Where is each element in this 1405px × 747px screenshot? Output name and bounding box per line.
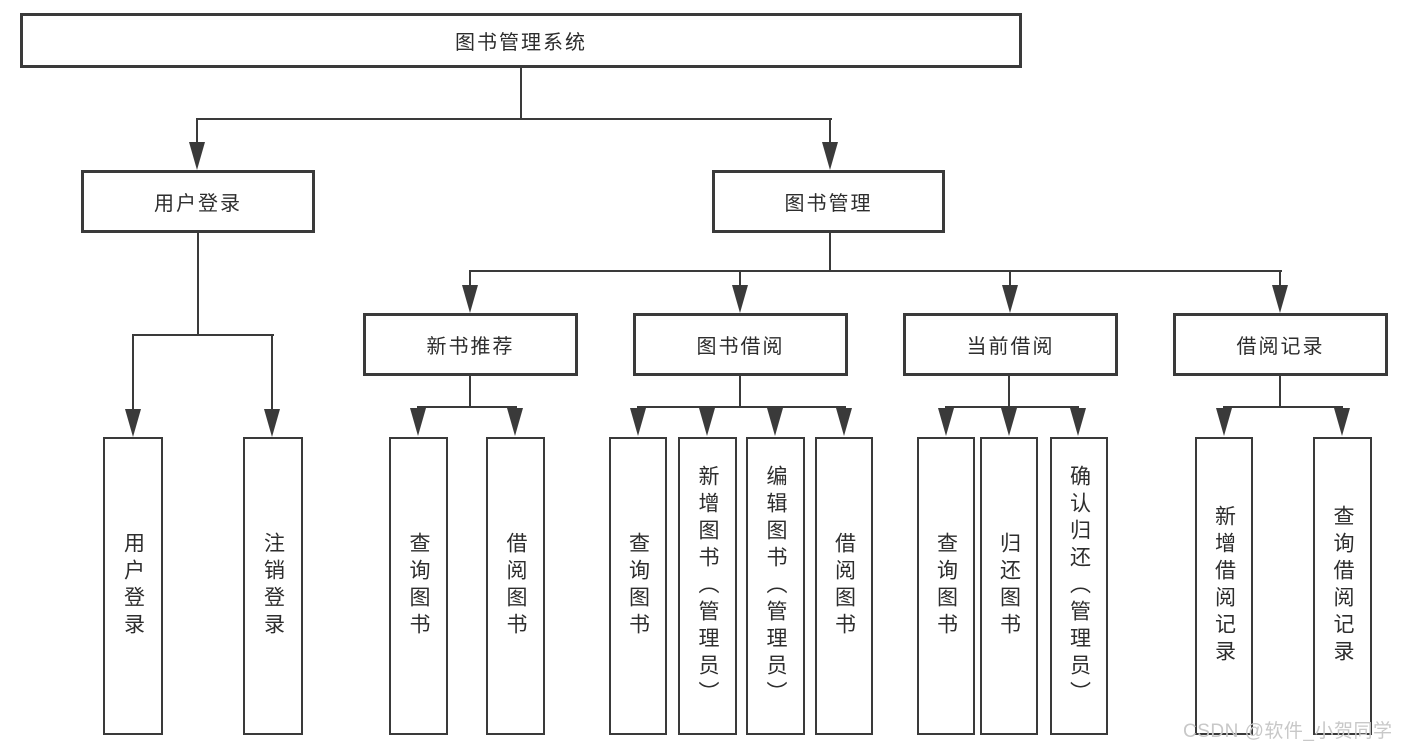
arrowhead-down-icon bbox=[699, 408, 715, 436]
node-label: 借阅记录 bbox=[1236, 336, 1325, 358]
arrowhead-down-icon bbox=[630, 408, 646, 436]
arrowhead-down-icon bbox=[507, 408, 523, 436]
connector-line bbox=[196, 118, 832, 120]
leaf-edit-books-admin: 编辑图书（管理员） bbox=[746, 437, 805, 735]
arrowhead-down-icon bbox=[1334, 408, 1350, 436]
connector-line bbox=[1279, 270, 1281, 287]
connector-line bbox=[271, 334, 273, 410]
connector-line bbox=[739, 376, 741, 407]
arrowhead-down-icon bbox=[1070, 408, 1086, 436]
connector-line bbox=[1009, 270, 1011, 287]
node-library-management-system: 图书管理系统 bbox=[20, 13, 1022, 68]
csdn-watermark: CSDN @软件_小贺同学 bbox=[1183, 721, 1393, 742]
leaf-query-borrowing-record: 查询借阅记录 bbox=[1313, 437, 1372, 735]
leaf-borrow-books-borrowing: 借阅图书 bbox=[815, 437, 873, 735]
node-label: 查询借阅记录 bbox=[1331, 505, 1354, 667]
leaf-query-books-recommend: 查询图书 bbox=[389, 437, 448, 735]
leaf-logout-login: 注销登录 bbox=[243, 437, 303, 735]
node-label: 归还图书 bbox=[997, 532, 1021, 640]
arrowhead-down-icon bbox=[189, 142, 205, 170]
connector-line bbox=[197, 233, 199, 336]
leaf-user-login: 用户登录 bbox=[103, 437, 163, 735]
arrowhead-down-icon bbox=[1216, 408, 1232, 436]
connector-line bbox=[1008, 376, 1010, 407]
connector-line bbox=[637, 406, 846, 408]
leaf-return-books: 归还图书 bbox=[980, 437, 1038, 735]
arrowhead-down-icon bbox=[732, 285, 748, 313]
leaf-query-books-borrowing: 查询图书 bbox=[609, 437, 667, 735]
leaf-query-books-current: 查询图书 bbox=[917, 437, 975, 735]
node-label: 新增借阅记录 bbox=[1212, 505, 1236, 667]
leaf-confirm-return-admin: 确认归还（管理员） bbox=[1050, 437, 1108, 735]
node-label: 图书管理 bbox=[784, 193, 873, 215]
connector-line bbox=[1223, 406, 1343, 408]
node-label: 图书管理系统 bbox=[455, 32, 587, 54]
arrowhead-down-icon bbox=[1001, 408, 1017, 436]
node-current-borrowing: 当前借阅 bbox=[903, 313, 1118, 376]
node-new-book-recommendation: 新书推荐 bbox=[363, 313, 578, 376]
node-label: 当前借阅 bbox=[966, 336, 1055, 358]
arrowhead-down-icon bbox=[1002, 285, 1018, 313]
connector-line bbox=[469, 270, 471, 287]
node-label: 注销登录 bbox=[261, 532, 285, 640]
connector-line bbox=[520, 68, 522, 120]
node-book-management: 图书管理 bbox=[712, 170, 945, 233]
node-borrowing-records: 借阅记录 bbox=[1173, 313, 1388, 376]
arrowhead-down-icon bbox=[462, 285, 478, 313]
node-label: 用户登录 bbox=[121, 532, 145, 640]
connector-line bbox=[469, 270, 1282, 272]
connector-line bbox=[417, 406, 517, 408]
node-label: 新书推荐 bbox=[426, 336, 515, 358]
connector-line bbox=[132, 334, 134, 410]
leaf-add-books-admin: 新增图书（管理员） bbox=[678, 437, 737, 735]
connector-line bbox=[1279, 376, 1281, 407]
leaf-borrow-books-recommend: 借阅图书 bbox=[486, 437, 545, 735]
connector-line bbox=[829, 233, 831, 272]
connector-line bbox=[739, 270, 741, 287]
node-label: 借阅图书 bbox=[832, 532, 856, 640]
leaf-add-borrowing-record: 新增借阅记录 bbox=[1195, 437, 1253, 735]
node-label: 借阅图书 bbox=[504, 532, 527, 640]
node-label: 新增图书（管理员） bbox=[696, 464, 719, 708]
connector-line bbox=[132, 334, 274, 336]
connector-line bbox=[196, 118, 198, 144]
node-label: 查询图书 bbox=[934, 532, 958, 640]
connector-line bbox=[829, 118, 831, 144]
arrowhead-down-icon bbox=[1272, 285, 1288, 313]
connector-line bbox=[469, 376, 471, 407]
node-label: 图书借阅 bbox=[696, 336, 785, 358]
arrowhead-down-icon bbox=[938, 408, 954, 436]
node-label: 编辑图书（管理员） bbox=[764, 464, 787, 708]
connector-line bbox=[945, 406, 1079, 408]
node-book-borrowing: 图书借阅 bbox=[633, 313, 848, 376]
node-label: 查询图书 bbox=[407, 532, 430, 640]
arrowhead-down-icon bbox=[125, 409, 141, 437]
arrowhead-down-icon bbox=[410, 408, 426, 436]
arrowhead-down-icon bbox=[836, 408, 852, 436]
node-label: 用户登录 bbox=[154, 193, 242, 215]
node-label: 查询图书 bbox=[626, 532, 650, 640]
node-label: 确认归还（管理员） bbox=[1067, 464, 1091, 708]
arrowhead-down-icon bbox=[264, 409, 280, 437]
arrowhead-down-icon bbox=[822, 142, 838, 170]
node-user-login: 用户登录 bbox=[81, 170, 315, 233]
arrowhead-down-icon bbox=[767, 408, 783, 436]
